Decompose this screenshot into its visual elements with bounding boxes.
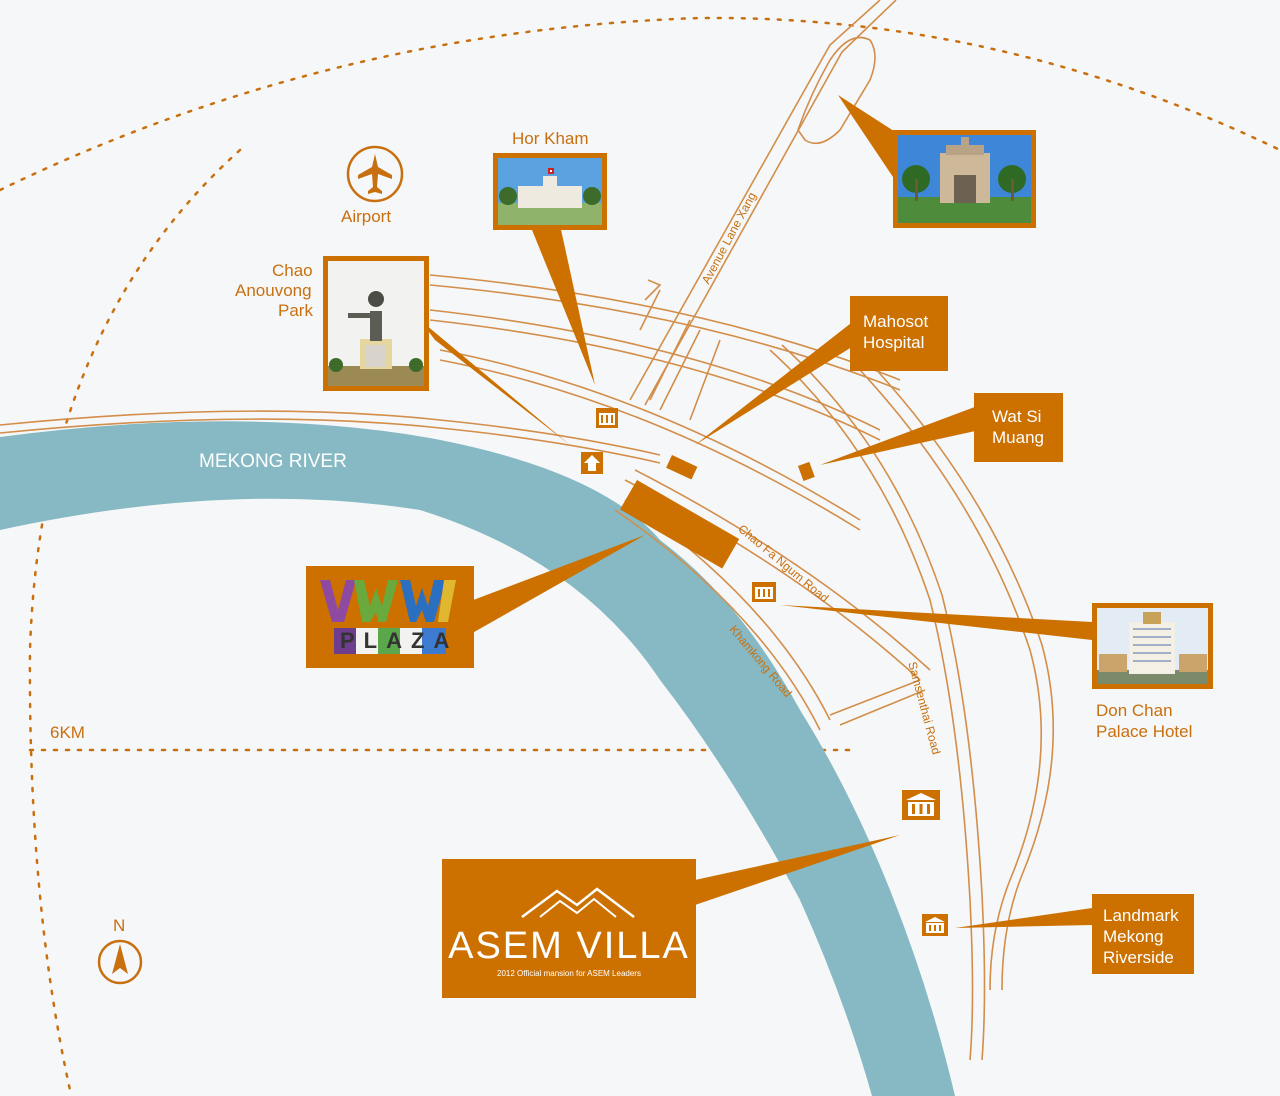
north-label: N [113,916,126,935]
vmv-plaza-logo: PLAZA [306,566,474,668]
patuxai-photo [893,130,1036,228]
landmark-label-1: Landmark [1103,906,1179,925]
airport-label: Airport [341,207,392,226]
mekong-river [0,421,955,1096]
don-chan-label-2: Palace Hotel [1096,722,1193,741]
landmark-riverside-box: Landmark Mekong Riverside [1092,894,1194,974]
don-chan-label-1: Don Chan [1096,701,1173,720]
chao-anouvong-label-3: Park [278,301,313,320]
chao-anouvong-label-1: Chao [272,261,313,280]
airport-icon [346,145,404,203]
chao-anouvong-photo [323,256,429,391]
landmark-label-2: Mekong [1103,927,1164,946]
landmark-icon-don-chan [752,582,776,602]
mahosot-hospital-box: Mahosot Hospital [850,296,948,371]
landmark-icon-asem [902,790,940,820]
road-network [0,0,1055,1061]
landmark-icon-hor-kham [596,408,618,428]
wat-si-muang-label-2: Muang [992,428,1044,447]
hor-kham-photo [493,153,607,230]
building-markers [620,455,815,569]
mahosot-label-2: Hospital [863,333,925,352]
distance-ring-outer [0,16,1280,192]
chao-anouvong-label-2: Anouvong [235,281,312,300]
landmark-label-3: Riverside [1103,948,1174,967]
wat-si-muang-label-1: Wat Si [992,407,1042,426]
asem-villa-tagline: 2012 Official mansion for ASEM Leaders [497,969,641,978]
landmark-icon-landmark [922,914,948,936]
asem-villa-name: ASEM VILLA [448,925,690,967]
mahosot-label-1: Mahosot [863,312,929,331]
don-chan-photo [1092,603,1213,689]
north-arrow-icon [96,938,144,986]
wat-si-muang-box: Wat Si Muang [974,393,1063,462]
distance-ring-inner [28,148,242,1092]
asem-villa-logo: ASEM VILLA 2012 Official mansion for ASE… [442,859,696,998]
mekong-river-label: MEKONG RIVER [199,451,347,472]
distance-label-6km: 6KM [50,723,85,742]
map-pointers [420,95,1092,928]
landmark-icon-anouvong [581,452,603,474]
hor-kham-label: Hor Kham [512,129,589,148]
vmv-plaza-word: PLAZA [340,628,459,653]
